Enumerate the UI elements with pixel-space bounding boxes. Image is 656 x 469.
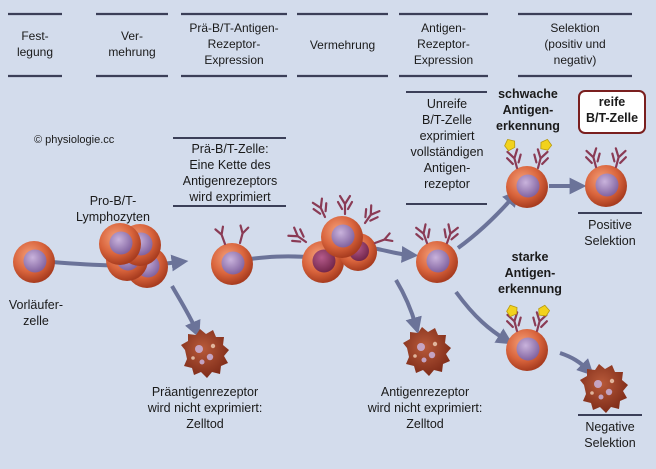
header-vermehrung-1: Ver-mehrung xyxy=(108,29,156,59)
strong-recognition-cell xyxy=(504,303,552,371)
apoptotic-cell-pre xyxy=(181,329,229,378)
pro-bt-cluster xyxy=(99,223,168,288)
apoptotic-cell-antigen xyxy=(403,327,451,376)
label-vorlaeuferzelle: Vorläufer-zelle xyxy=(8,298,64,328)
immature-cell xyxy=(413,222,461,283)
mature-cell-label-box xyxy=(578,90,646,134)
header-dividers xyxy=(8,12,632,78)
header-antigen-expression: Antigen-Rezeptor-Expression xyxy=(413,21,474,67)
label-underlines xyxy=(173,91,642,416)
pre-bt-cell xyxy=(211,224,253,285)
label-pro-bt: Pro-B/T-Lymphozyten xyxy=(76,194,150,224)
header-festlegung: Fest-legung xyxy=(16,29,54,59)
header-prae-expression: Prä-B/T-Antigen-Rezeptor-Expression xyxy=(189,21,279,67)
weak-recognition-cell xyxy=(502,136,554,208)
proliferation-cluster xyxy=(286,194,394,283)
mature-cell xyxy=(583,146,629,207)
copyright-text: © physiologie.cc xyxy=(34,134,115,146)
header-vermehrung-2: Vermehrung xyxy=(309,38,376,52)
apoptotic-cell-negative xyxy=(580,364,628,413)
precursor-cell xyxy=(13,241,55,283)
